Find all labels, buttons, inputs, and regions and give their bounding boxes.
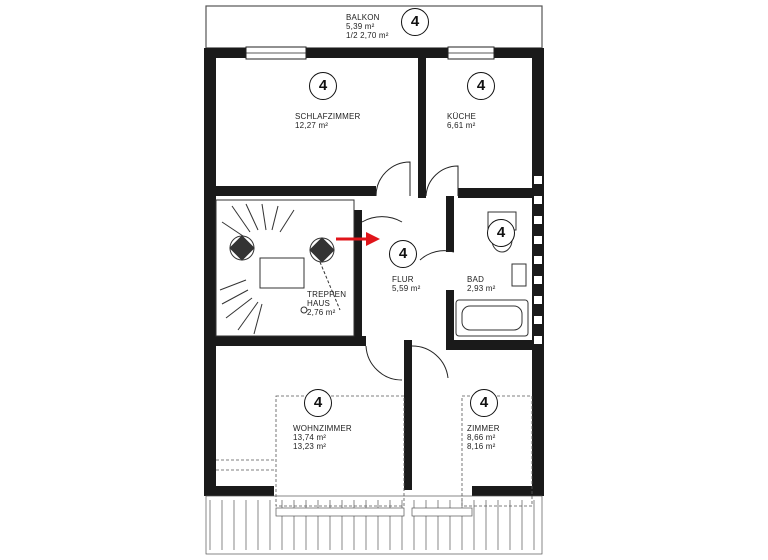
treppenhaus-name-2: HAUS xyxy=(307,299,331,308)
balkon-label: BALKON 5,39 m² 1/2 2,70 m² xyxy=(346,13,389,40)
flur-label: FLUR 5,59 m² xyxy=(392,275,421,293)
balkon-name: BALKON xyxy=(346,13,380,22)
red-arrow xyxy=(336,232,380,246)
balkon-marker: 4 xyxy=(401,8,429,36)
bad-label: BAD 2,93 m² xyxy=(467,275,496,293)
bad-area: 2,93 m² xyxy=(467,284,496,293)
wohnzimmer-area-alt: 13,23 m² xyxy=(293,442,327,451)
zimmer-name: ZIMMER xyxy=(467,424,500,433)
flur-marker: 4 xyxy=(389,240,417,268)
top-windows xyxy=(245,46,495,60)
schlafzimmer-marker: 4 xyxy=(309,72,337,100)
zimmer-label: ZIMMER 8,66 m² 8,16 m² xyxy=(467,424,500,451)
flur-area: 5,59 m² xyxy=(392,284,421,293)
bad-name: BAD xyxy=(467,275,485,284)
bottom-terrace xyxy=(205,495,543,555)
flur-name: FLUR xyxy=(392,275,414,284)
kueche-marker: 4 xyxy=(467,72,495,100)
schlafzimmer-name: SCHLAFZIMMER xyxy=(295,112,361,121)
outer-walls xyxy=(204,48,544,496)
right-wall-marks xyxy=(534,176,542,344)
staircase xyxy=(215,199,355,337)
dashed-outlines xyxy=(216,395,533,507)
bad-marker: 4 xyxy=(487,219,515,247)
treppenhaus-area: 2,76 m² xyxy=(307,308,336,317)
bathroom-fixtures xyxy=(455,211,529,337)
balkon-area-half: 1/2 2,70 m² xyxy=(346,31,389,40)
treppenhaus-label: TREPPEN HAUS 2,76 m² xyxy=(307,290,346,317)
kueche-label: KÜCHE 6,61 m² xyxy=(447,112,476,130)
zimmer-marker: 4 xyxy=(470,389,498,417)
schlafzimmer-area: 12,27 m² xyxy=(295,121,329,130)
wohnzimmer-name: WOHNZIMMER xyxy=(293,424,352,433)
wohnzimmer-label: WOHNZIMMER 13,74 m² 13,23 m² xyxy=(293,424,352,451)
door-swings xyxy=(361,161,459,381)
zimmer-area-alt: 8,16 m² xyxy=(467,442,496,451)
wohnzimmer-area: 13,74 m² xyxy=(293,433,327,442)
kueche-area: 6,61 m² xyxy=(447,121,476,130)
balkon-area: 5,39 m² xyxy=(346,22,375,31)
zimmer-area: 8,66 m² xyxy=(467,433,496,442)
kueche-name: KÜCHE xyxy=(447,112,477,121)
schlafzimmer-label: SCHLAFZIMMER 12,27 m² xyxy=(295,112,361,130)
interior-walls xyxy=(216,58,532,490)
treppenhaus-name-1: TREPPEN xyxy=(307,290,347,299)
wohnzimmer-marker: 4 xyxy=(304,389,332,417)
